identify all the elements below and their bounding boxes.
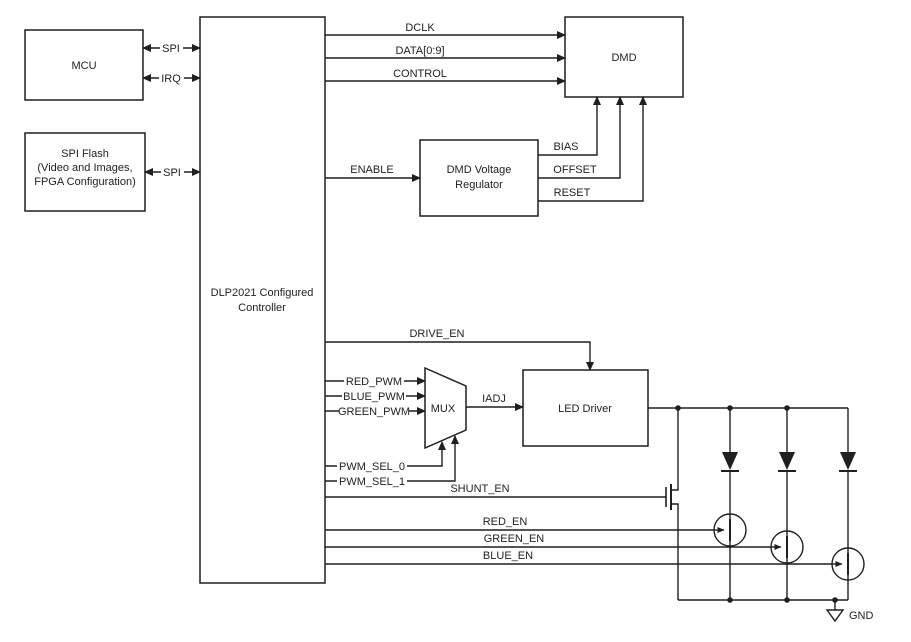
green-pwm-label: GREEN_PWM [338, 406, 410, 418]
block-dmd-regulator: DMD Voltage Regulator [419, 139, 539, 217]
dmd-regulator-label-line2: Regulator [455, 179, 503, 191]
data-bus-label: DATA[0:9] [395, 45, 444, 57]
pwm-sel-1-label-bg [337, 475, 407, 487]
diode-red-triangle [722, 452, 738, 470]
wire-reset [538, 96, 647, 202]
green-en-label: GREEN_EN [484, 533, 545, 545]
spi-flash-signal-label: SPI [163, 167, 181, 179]
controller-label-line2: Controller [238, 302, 286, 314]
gnd-triangle [825, 609, 845, 623]
spi-flash-box [24, 132, 146, 212]
dmd-label: DMD [611, 52, 636, 64]
block-led-driver: LED Driver [522, 369, 649, 447]
spi-mcu-label-bg [160, 42, 183, 54]
iadj-label: IADJ [482, 393, 506, 405]
spi-flash-label-bg [161, 166, 184, 178]
mosfet-red [713, 513, 747, 547]
led-diode-red [721, 452, 739, 472]
spi-flash-label-line2: (Video and Images, [37, 162, 132, 174]
drive-en-label: DRIVE_EN [409, 328, 464, 340]
block-mcu: MCU [24, 29, 144, 101]
control-label: CONTROL [393, 68, 447, 80]
junction-dot [832, 597, 838, 603]
red-pwm-label-bg [344, 375, 404, 387]
diode-blue-triangle [840, 452, 856, 470]
red-en-label: RED_EN [483, 516, 528, 528]
irq-label-bg [159, 72, 184, 84]
junction-dot [727, 405, 733, 411]
green-pwm-label-bg [339, 405, 409, 417]
red-pwm-label: RED_PWM [346, 376, 402, 388]
mcu-box [24, 29, 144, 101]
pwm-sel-0-label: PWM_SEL_0 [339, 461, 405, 473]
spi-flash-label-line3: FPGA Configuration) [34, 176, 136, 188]
blue-pwm-label: BLUE_PWM [343, 391, 405, 403]
dmd-regulator-label-line1: DMD Voltage [447, 164, 512, 176]
led-driver-box [522, 369, 649, 447]
junction-dot [784, 597, 790, 603]
reset-label: RESET [554, 187, 591, 199]
led-diode-green [778, 452, 796, 472]
spi-flash-label-line1: SPI Flash [61, 148, 109, 160]
block-dmd: DMD [564, 16, 684, 98]
block-spi-flash: SPI Flash (Video and Images, FPGA Config… [24, 132, 146, 212]
blue-pwm-label-bg [342, 390, 406, 402]
shunt-en-label: SHUNT_EN [450, 483, 509, 495]
wire-offset [538, 96, 624, 179]
gnd-symbol: GND [825, 609, 874, 623]
mosfet-blue [831, 547, 865, 581]
wire-drive-en [325, 341, 594, 371]
wire-bias [538, 96, 601, 156]
enable-label: ENABLE [350, 164, 393, 176]
block-mux: MUX [424, 366, 467, 450]
led-diode-blue [839, 452, 857, 472]
dclk-label: DCLK [405, 22, 435, 34]
mcu-label: MCU [71, 60, 96, 72]
junction-dot [675, 405, 681, 411]
mux-label: MUX [431, 403, 456, 415]
mosfet-shunt [665, 408, 679, 600]
blue-en-label: BLUE_EN [483, 550, 533, 562]
shunt-source-lead [671, 503, 679, 600]
shunt-drain-lead [671, 408, 679, 491]
junction-dot [784, 405, 790, 411]
dmd-box [564, 16, 684, 98]
bias-label: BIAS [553, 141, 578, 153]
irq-label: IRQ [161, 73, 181, 85]
controller-label-line1: DLP2021 Configured [211, 287, 314, 299]
gnd-label: GND [849, 610, 874, 622]
pwm-sel-0-label-bg [337, 460, 407, 472]
offset-label: OFFSET [553, 164, 597, 176]
mux-shape [424, 366, 467, 450]
diode-green-triangle [779, 452, 795, 470]
junction-dot [727, 597, 733, 603]
mosfet-green [770, 530, 804, 564]
pwm-sel-1-label: PWM_SEL_1 [339, 476, 405, 488]
dmd-regulator-box [419, 139, 539, 217]
block-controller: DLP2021 Configured Controller [199, 16, 326, 584]
led-driver-label: LED Driver [558, 403, 612, 415]
spi-mcu-label: SPI [162, 43, 180, 55]
controller-box [199, 16, 326, 584]
